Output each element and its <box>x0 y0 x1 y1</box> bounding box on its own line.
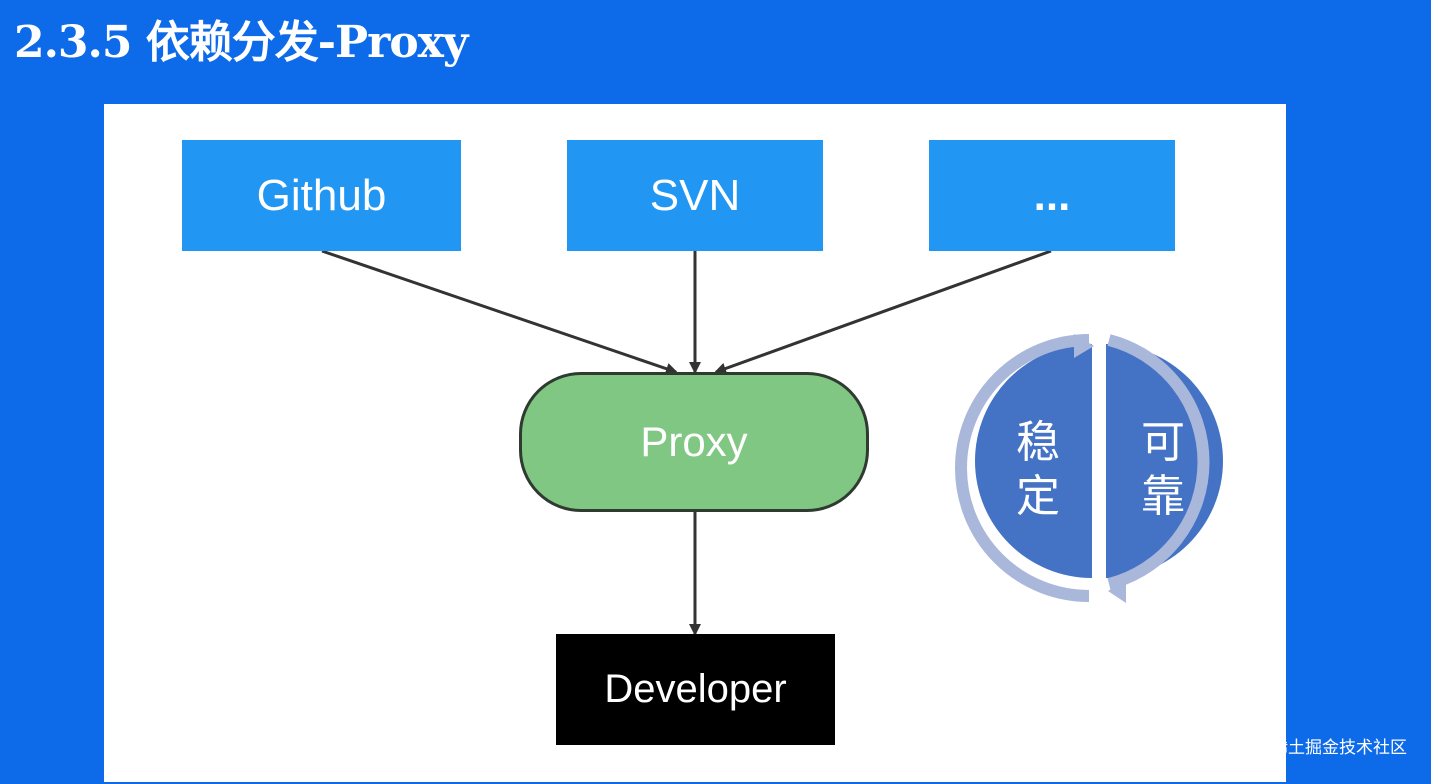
source-svn-box: SVN <box>567 140 823 251</box>
diagram-canvas: Github SVN ... Proxy Developer 稳 定 可 靠 <box>104 104 1286 782</box>
source-github-box: Github <box>182 140 461 251</box>
diagram-arrows <box>321 249 1223 636</box>
source-more-box: ... <box>929 140 1175 251</box>
cycle-ring-left <box>955 334 1090 602</box>
cycle-arrowhead-top <box>1074 334 1094 358</box>
footer-watermark: @稀土掘金技术社区 <box>1254 738 1407 758</box>
developer-box: Developer <box>556 634 835 745</box>
arrow-github-to-proxy <box>321 249 678 375</box>
cycle-left-half <box>975 344 1092 578</box>
cycle-right-label: 可 靠 <box>1133 416 1193 524</box>
stability-cycle-graphic <box>955 334 1223 603</box>
cycle-left-char-1: 稳 <box>1016 417 1060 468</box>
cycle-arrowhead-bottom <box>1108 579 1126 603</box>
cycle-ring-right <box>1107 334 1210 590</box>
cycle-right-char-1: 可 <box>1141 417 1185 468</box>
cycle-left-label: 稳 定 <box>1008 416 1068 524</box>
slide-title: 2.3.5 依赖分发-Proxy <box>14 17 468 68</box>
arrow-more-to-proxy <box>714 249 1052 375</box>
cycle-left-char-2: 定 <box>1016 471 1060 522</box>
proxy-node: Proxy <box>519 372 869 512</box>
cycle-right-char-2: 靠 <box>1141 471 1185 522</box>
